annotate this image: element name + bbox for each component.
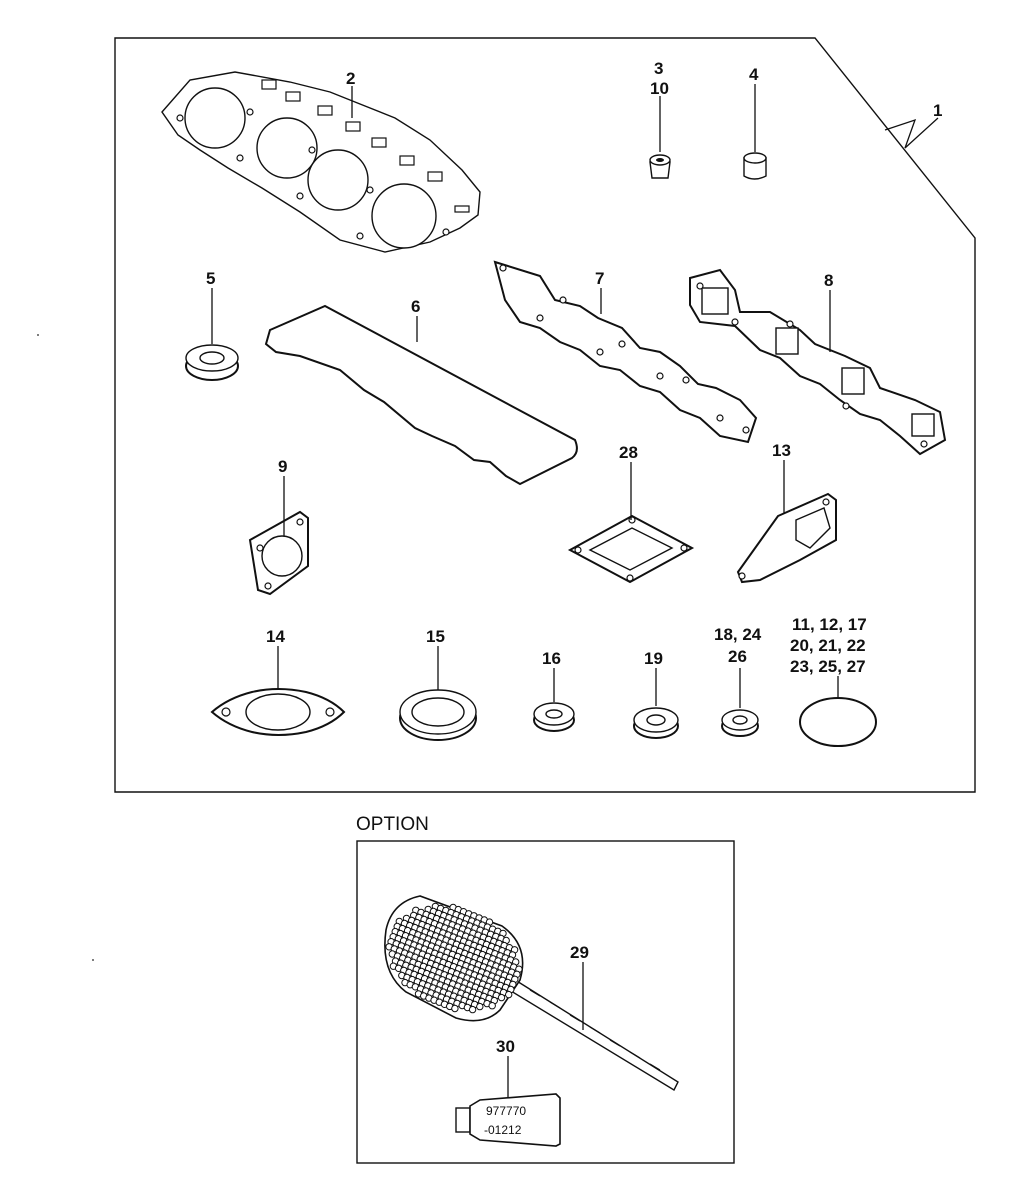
square-gasket-28-icon (567, 514, 695, 584)
label-9: 9 (278, 457, 287, 476)
cylinder-head-gasket-icon (161, 71, 481, 253)
abrasive-balls (385, 902, 523, 1014)
kit-leader (884, 117, 939, 149)
tube-code-line1: 977770 (486, 1104, 526, 1118)
label-26: 26 (728, 647, 747, 666)
abrasive-ball (476, 1002, 484, 1011)
flange-gasket-14-icon (210, 688, 346, 736)
o-ring-icon (799, 697, 877, 747)
label-2: 2 (346, 69, 355, 88)
label-29: 29 (570, 943, 589, 962)
label-28: 28 (619, 443, 638, 462)
sealant-tube-icon: 977770 -01212 (455, 1093, 561, 1147)
label-1: 1 (933, 101, 942, 120)
scan-dot (92, 959, 94, 961)
label-3: 3 (654, 59, 663, 78)
abrasive-ball (497, 993, 506, 1002)
intake-manifold-gasket-icon (493, 260, 758, 444)
exhaust-manifold-gasket-icon (689, 268, 947, 456)
label-13: 13 (772, 441, 791, 460)
gasket-13-icon (736, 492, 837, 584)
flex-hone-brush-icon (384, 895, 679, 1091)
label-19: 19 (644, 649, 663, 668)
label-18-24: 18, 24 (714, 625, 762, 644)
washer-19-icon (633, 707, 679, 739)
kit-frame (114, 37, 976, 793)
abrasive-ball (451, 1004, 459, 1013)
option-title: OPTION (356, 814, 429, 835)
scan-dot (37, 334, 39, 336)
label-14: 14 (266, 627, 285, 646)
option-frame (356, 840, 735, 1164)
washer-16-icon (533, 702, 575, 732)
label-4: 4 (749, 65, 759, 84)
label-o-ring-line3: 23, 25, 27 (790, 657, 866, 676)
label-10: 10 (650, 79, 669, 98)
abrasive-ball (468, 1005, 477, 1014)
label-5: 5 (206, 269, 215, 288)
abrasive-ball (488, 1002, 496, 1010)
washer-15-icon (399, 689, 477, 741)
washer-18-24-26-icon (721, 709, 759, 737)
label-o-ring-line1: 11, 12, 17 (792, 615, 867, 634)
valve-guide-seal-icon (743, 152, 767, 180)
flange-gasket-9-icon (248, 510, 309, 596)
abrasive-ball (505, 990, 513, 999)
washer-5-icon (185, 344, 239, 381)
label-7: 7 (595, 269, 604, 288)
tube-code-line2: -01212 (484, 1123, 522, 1137)
label-o-ring-line2: 20, 21, 22 (790, 636, 866, 655)
label-16: 16 (542, 649, 561, 668)
valve-stem-seal-icon (649, 154, 671, 179)
label-6: 6 (411, 297, 420, 316)
label-8: 8 (824, 271, 833, 290)
rocker-cover-gasket-icon (264, 304, 578, 486)
label-15: 15 (426, 627, 445, 646)
label-30: 30 (496, 1037, 515, 1056)
